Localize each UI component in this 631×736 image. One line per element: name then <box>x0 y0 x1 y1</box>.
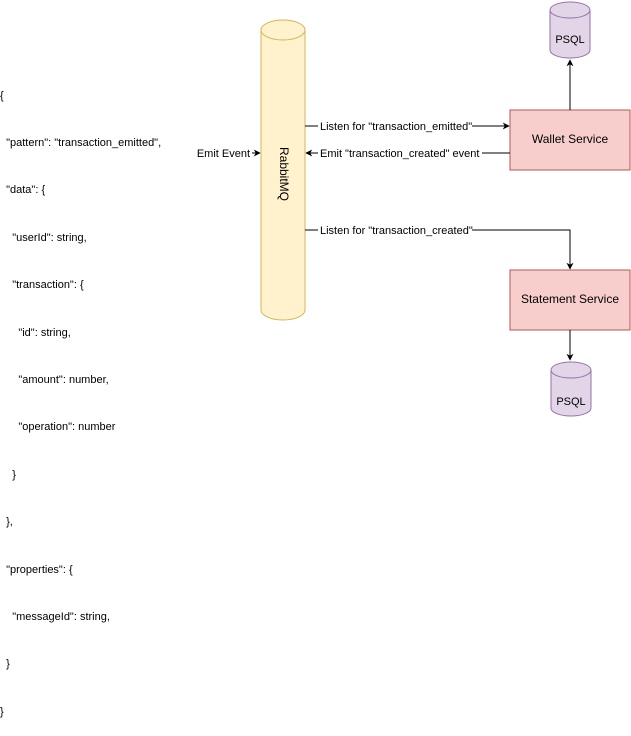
queue-body <box>260 30 306 321</box>
database-top-label: PSQL <box>555 34 584 46</box>
emit-event-label: Emit Event <box>197 148 250 160</box>
json-line: "data": { <box>0 184 46 197</box>
listen-emitted-label: Listen for "transaction_emitted" <box>320 121 472 133</box>
emit-created-label: Emit "transaction_created" event <box>320 148 479 160</box>
json-line: "properties": { <box>0 563 73 576</box>
listen-created-label: Listen for "transaction_created" <box>320 225 473 237</box>
statement-service-label: Statement Service <box>521 292 619 306</box>
wallet-service-label: Wallet Service <box>532 132 609 146</box>
database-top-body <box>549 10 591 59</box>
emit-created-label-bg <box>318 146 482 160</box>
database-bottom-body <box>550 370 592 417</box>
database-top-cap <box>549 1 591 19</box>
statement-service[interactable]: Statement Service <box>509 269 631 331</box>
json-line: "operation": number <box>0 421 116 434</box>
wallet-service[interactable]: Wallet Service <box>509 109 631 171</box>
json-line: } <box>0 658 10 671</box>
json-line: "pattern": "transaction_emitted", <box>0 136 162 149</box>
database-top[interactable]: PSQL <box>549 1 591 59</box>
json-line: } <box>0 705 4 718</box>
wallet-service-box <box>509 109 631 171</box>
queue-top <box>260 19 306 41</box>
architecture-diagram: RabbitMQ Wallet Service Statement Servic… <box>197 1 631 417</box>
database-bottom-label: PSQL <box>556 396 585 408</box>
database-bottom-cap <box>550 361 592 379</box>
listen-created-label-bg <box>318 223 472 237</box>
json-line: } <box>0 468 16 481</box>
json-line: "messageId": string, <box>0 610 110 623</box>
json-line: }, <box>0 516 13 529</box>
json-line: "amount": number, <box>0 373 109 386</box>
json-line: { <box>0 89 4 102</box>
json-line: "userId": string, <box>0 231 87 244</box>
queue-label: RabbitMQ <box>277 147 291 201</box>
json-line: "id": string, <box>0 326 71 339</box>
listen-emitted-label-bg <box>318 119 472 133</box>
json-line: "transaction": { <box>0 279 84 292</box>
rabbitmq-queue[interactable]: RabbitMQ <box>260 19 306 321</box>
database-bottom[interactable]: PSQL <box>550 361 592 417</box>
